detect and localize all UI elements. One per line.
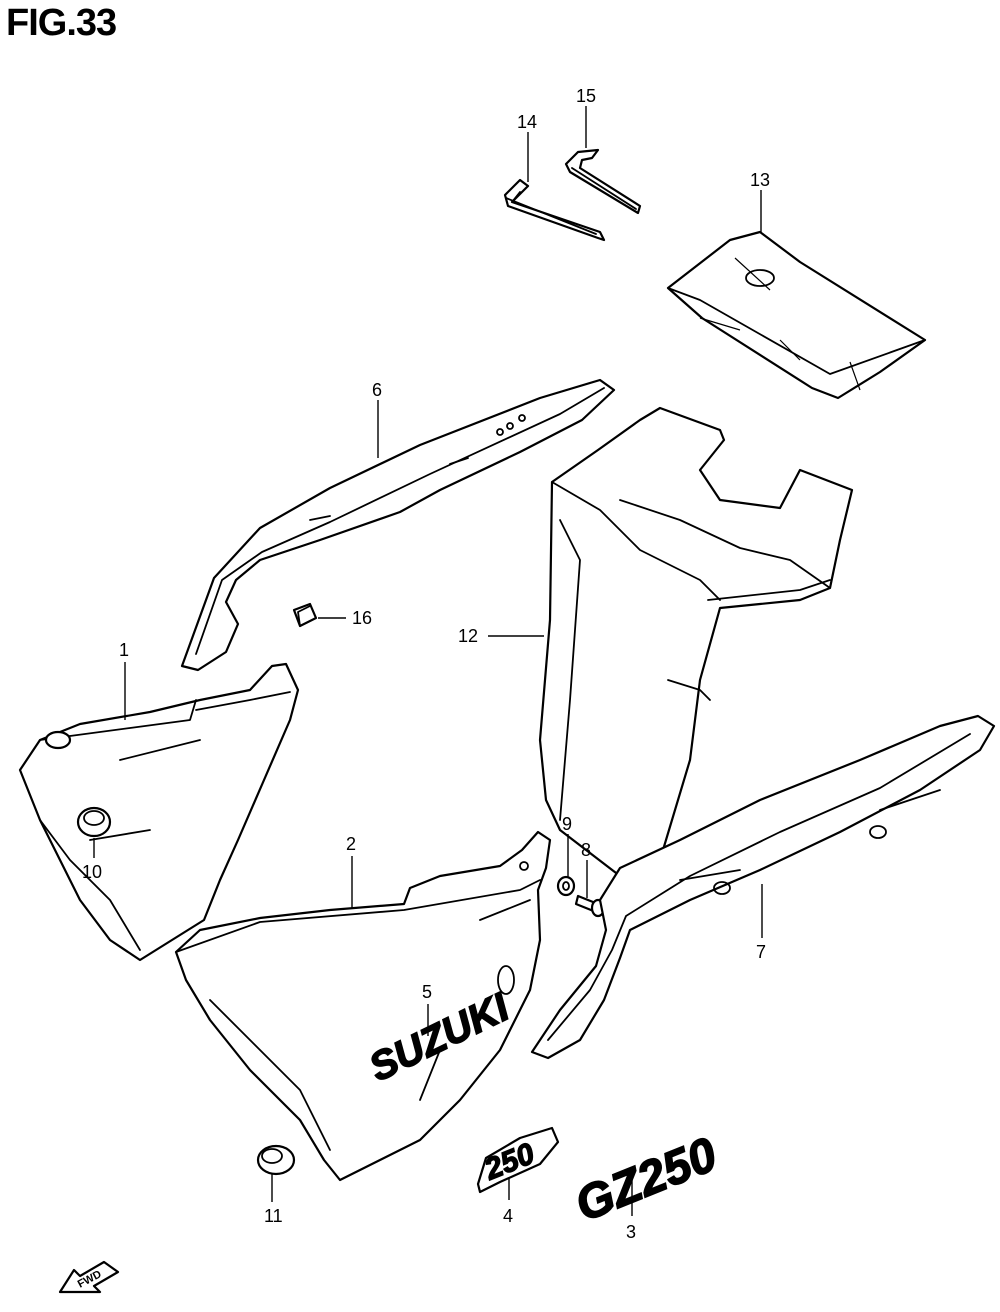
hex-wrench-14[interactable] [503,178,606,242]
washer-9[interactable] [556,875,576,897]
callout-8: 8 [581,840,591,860]
callout-7: 7 [756,942,766,962]
callout-14: 14 [517,112,537,132]
callout-16: 16 [352,608,372,628]
callout-3: 3 [626,1222,636,1242]
tool-bag-13[interactable] [666,230,927,400]
callout-11: 11 [264,1206,283,1226]
callout-13: 13 [750,170,770,190]
fwd-arrow-icon: FWD [58,1260,120,1294]
leader-lines [93,106,763,1216]
callout-9: 9 [562,814,572,834]
callout-6: 6 [372,380,382,400]
callout-1: 1 [119,640,129,660]
side-cover-1[interactable] [18,662,300,962]
rear-fender-12[interactable] [538,406,854,882]
hex-wrench-15[interactable] [564,148,642,215]
callout-5: 5 [422,982,432,1002]
clip-16[interactable] [292,602,318,628]
emblem-gz250-3[interactable]: GZ250 [567,1127,725,1233]
callout-2: 2 [346,834,356,854]
callouts: 1 2 3 4 5 6 7 8 9 10 11 12 13 14 15 16 [82,86,770,1242]
callout-10: 10 [82,862,102,882]
frame-cover-6[interactable] [180,378,616,672]
grommet-11[interactable] [256,1144,296,1176]
callout-15: 15 [576,86,596,106]
emblem-gz250-text: GZ250 [568,1128,724,1232]
callout-12: 12 [458,626,478,646]
side-cover-2[interactable] [174,830,552,1182]
emblem-250-4[interactable]: 250 [476,1126,560,1194]
figure-title: FIG.33 [6,2,117,44]
callout-4: 4 [503,1206,513,1226]
frame-cover-7[interactable] [530,714,996,1060]
grommet-10[interactable] [76,806,112,838]
